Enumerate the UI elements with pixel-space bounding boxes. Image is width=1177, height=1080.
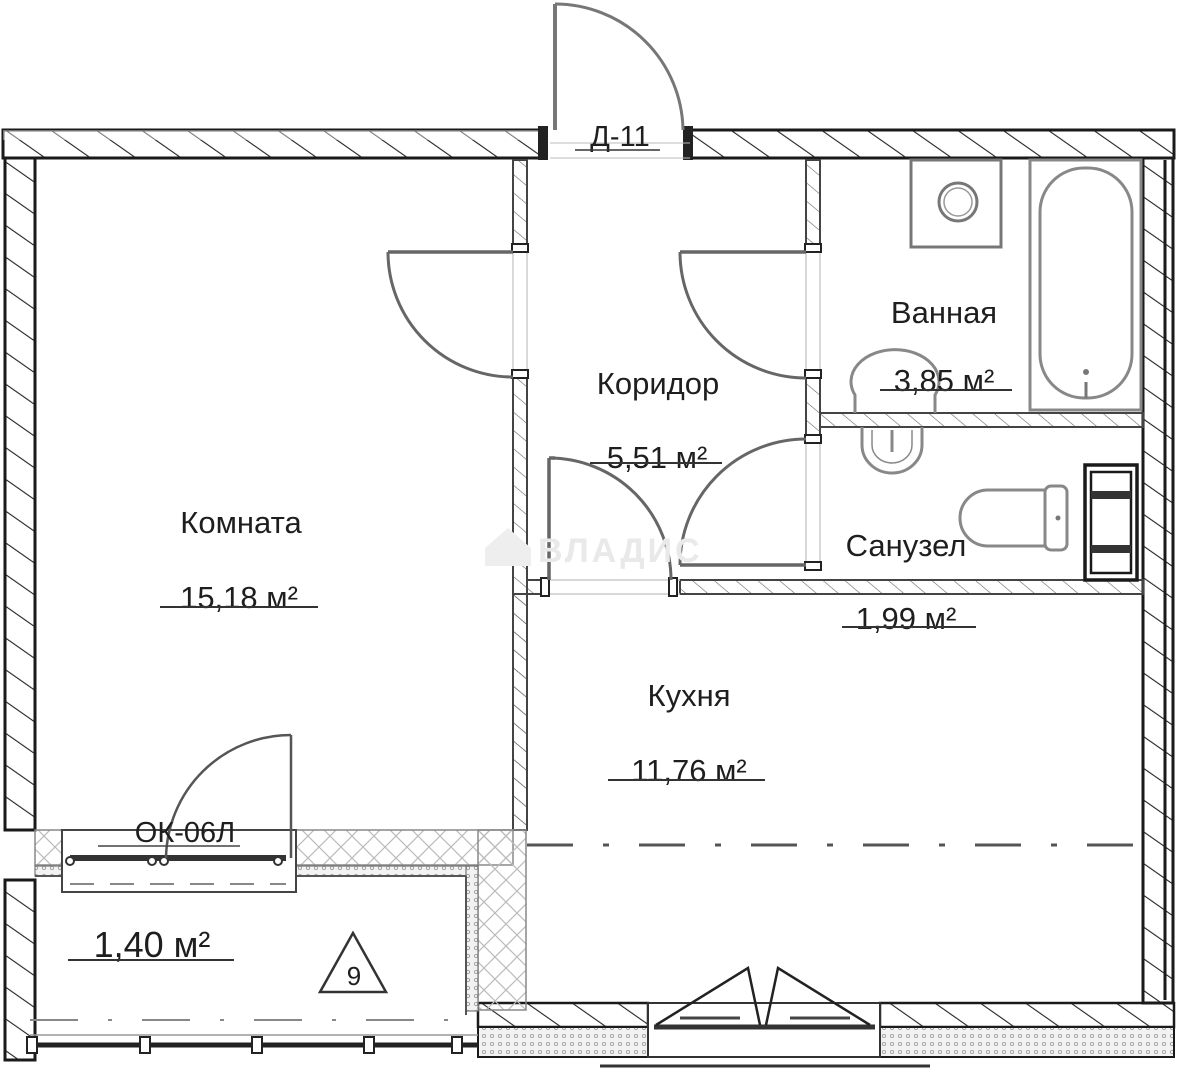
room-label-wc: Санузел 1,99 м² bbox=[842, 528, 976, 636]
room-label-bathroom: Ванная 3,85 м² bbox=[880, 295, 1012, 398]
wc-area: 1,99 м² bbox=[856, 601, 957, 636]
room-door[interactable] bbox=[386, 250, 514, 379]
washing-machine bbox=[909, 158, 1003, 249]
kitchen-window[interactable] bbox=[600, 965, 930, 1068]
entrance-jamb-left bbox=[538, 126, 548, 160]
watermark: ВЛАДИС bbox=[485, 528, 703, 570]
service-shaft bbox=[1083, 463, 1139, 582]
kitchen-door[interactable] bbox=[547, 456, 673, 581]
toilet bbox=[958, 484, 1069, 552]
wc-sink bbox=[860, 427, 924, 475]
kitchen-area: 11,76 м² bbox=[631, 753, 747, 788]
balcony-window-door[interactable] bbox=[61, 733, 297, 893]
balcony-marker-number: 9 bbox=[347, 961, 361, 991]
corridor-area: 5,51 м² bbox=[607, 440, 708, 475]
entrance-door-tag: Д-11 bbox=[590, 121, 649, 153]
bathroom-door[interactable] bbox=[678, 250, 807, 380]
corridor-name: Коридор bbox=[597, 366, 719, 401]
room-label-corridor: Коридор 5,51 м² bbox=[590, 366, 722, 475]
room-label-room: Комната 15,18 м² bbox=[160, 505, 318, 615]
wc-name: Санузел bbox=[846, 528, 967, 563]
bathroom-sink bbox=[849, 348, 941, 413]
balcony-marker bbox=[317, 930, 389, 994]
room-area: 15,18 м² bbox=[180, 580, 298, 615]
room-name: Комната bbox=[180, 505, 302, 540]
window-tag: ОК-06Л bbox=[135, 817, 235, 849]
kitchen-name: Кухня bbox=[648, 678, 731, 713]
wc-door[interactable] bbox=[678, 437, 807, 567]
bathroom-area: 3,85 м² bbox=[894, 363, 995, 398]
interior-partitions bbox=[512, 159, 1144, 831]
room-label-kitchen: Кухня 11,76 м² bbox=[608, 678, 765, 788]
room-label-balcony: 1,40 м² bbox=[68, 924, 234, 965]
exterior-walls bbox=[1, 128, 1176, 1062]
watermark-text: ВЛАДИС bbox=[538, 532, 703, 570]
bathroom-name: Ванная bbox=[891, 295, 997, 330]
bathtub bbox=[1028, 158, 1143, 412]
balcony-area: 1,40 м² bbox=[94, 924, 211, 965]
door-jambs bbox=[511, 243, 822, 597]
entrance-door[interactable] bbox=[550, 2, 690, 159]
